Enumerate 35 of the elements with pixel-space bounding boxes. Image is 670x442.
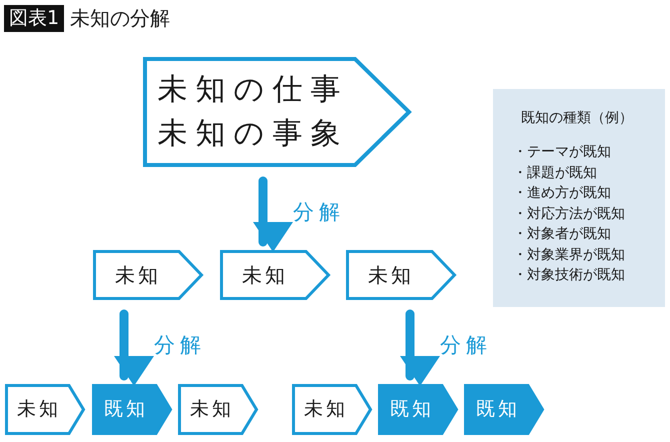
pentagon-arrow-box	[178, 384, 258, 435]
list-item: ・対象業界が既知	[513, 246, 625, 264]
pentagon-arrow-box	[5, 384, 85, 435]
pentagon-arrow-box	[93, 250, 203, 300]
list-item: ・課題が既知	[513, 164, 597, 182]
pentagon-arrow-box	[92, 384, 172, 435]
list-item: ・テーマが既知	[513, 143, 611, 161]
node-text: 既知	[390, 398, 434, 421]
list-item: ・対象者が既知	[513, 225, 611, 243]
node-text: 未知	[368, 263, 414, 287]
pentagon-arrow-box	[464, 384, 544, 435]
pentagon-arrow-box	[378, 384, 458, 435]
node-text: 既知	[476, 398, 520, 421]
arrow	[114, 310, 154, 386]
node-text: 未知	[242, 263, 288, 287]
figure-number-badge: 図表1	[4, 5, 64, 32]
node-text: 未知の事象	[158, 116, 348, 152]
info-panel	[493, 89, 665, 307]
pentagon-arrow-box	[346, 250, 456, 300]
node-text: 未知	[17, 398, 61, 421]
list-item: ・進め方が既知	[513, 184, 611, 202]
node-text: 未知	[304, 398, 348, 421]
pentagon-arrow-box	[292, 384, 372, 435]
node-text: 未知	[190, 398, 234, 421]
arrow	[400, 310, 440, 386]
pentagon-arrow-box	[220, 250, 330, 300]
node-text: 未知の仕事	[158, 72, 348, 108]
node-text: 既知	[104, 398, 148, 421]
title: 未知の分解	[70, 5, 170, 31]
list-item: ・対象技術が既知	[513, 266, 625, 284]
list-item: ・対応方法が既知	[513, 204, 625, 222]
panel-heading: 既知の種類（例）	[521, 109, 633, 127]
node-text: 未知	[115, 263, 161, 287]
pentagon-arrow-box	[143, 57, 411, 167]
arrow	[253, 176, 293, 252]
